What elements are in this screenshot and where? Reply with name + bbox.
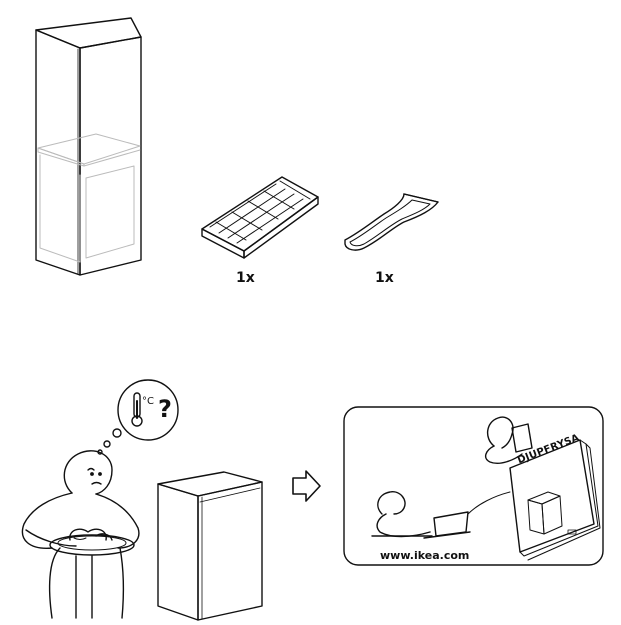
thought-bubble — [97, 379, 179, 455]
arrow-right-icon — [292, 470, 321, 502]
temperature-unit: °C — [142, 396, 154, 407]
freezer-illustration — [157, 471, 263, 621]
thermometer-icon — [131, 392, 143, 427]
ice-tray-quantity: 1x — [236, 270, 255, 286]
person-reading-illustration — [484, 416, 533, 464]
scraper-quantity: 1x — [375, 270, 394, 286]
person-at-laptop-illustration — [371, 491, 471, 539]
person-with-food-illustration — [21, 450, 140, 619]
info-panel — [343, 406, 604, 566]
question-mark-icon: ? — [158, 395, 172, 423]
ice-scraper-illustration — [344, 193, 439, 251]
connection-line — [467, 491, 511, 515]
ice-tray-illustration — [201, 176, 319, 259]
fridge-cabinet-illustration — [35, 17, 142, 276]
website-link: www.ikea.com — [380, 549, 470, 562]
manual-booklet-illustration — [509, 439, 601, 561]
